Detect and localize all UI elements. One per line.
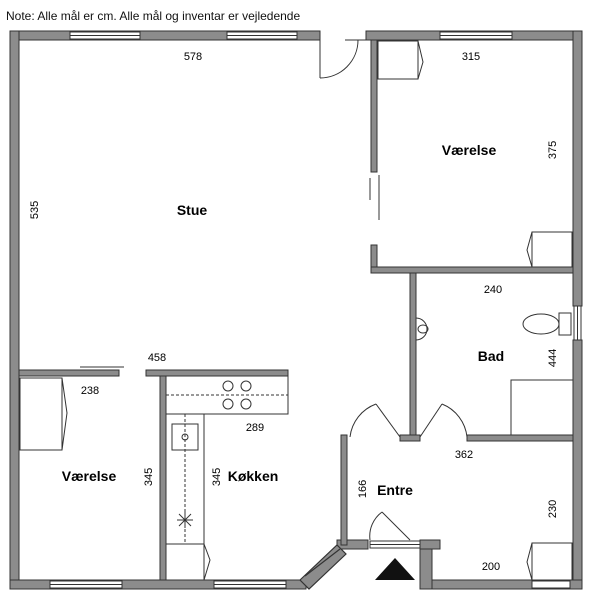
dim-stue-width: 578 bbox=[184, 51, 202, 63]
dim-koekken-height: 345 bbox=[211, 468, 223, 486]
bay-walls bbox=[299, 544, 347, 590]
interior-walls bbox=[18, 39, 574, 581]
doors bbox=[319, 39, 468, 549]
room-label-stue: Stue bbox=[177, 202, 208, 218]
dim-entre-height: 166 bbox=[357, 480, 369, 498]
room-label-bad: Bad bbox=[478, 348, 504, 364]
dim-vaerelse-se-width: 200 bbox=[482, 561, 500, 573]
dimension-labels: 578 535 458 315 375 240 444 238 345 289 … bbox=[29, 51, 559, 573]
room-label-vaerelse-sw: Værelse bbox=[62, 468, 117, 484]
dim-vaerelse-ne-height: 375 bbox=[547, 141, 559, 159]
outer-walls bbox=[9, 30, 583, 590]
room-labels: Stue Værelse Bad Værelse Køkken Entre bbox=[62, 142, 504, 498]
windows bbox=[49, 31, 582, 589]
sliding-doors bbox=[80, 175, 380, 368]
entrance-arrow-icon bbox=[375, 558, 415, 580]
dim-vaerelse-se-height: 230 bbox=[547, 500, 559, 518]
dim-bad-width: 240 bbox=[484, 284, 502, 296]
fixtures bbox=[19, 40, 574, 581]
room-label-entre: Entre bbox=[377, 482, 413, 498]
dim-vaerelse-sw-height: 345 bbox=[143, 468, 155, 486]
plan-note: Note: Alle mål er cm. Alle mål og invent… bbox=[6, 9, 301, 23]
dim-vaerelse-ne-width: 315 bbox=[462, 51, 480, 63]
dim-hall-width: 362 bbox=[455, 449, 473, 461]
dim-stue-height: 535 bbox=[29, 201, 41, 219]
room-label-koekken: Køkken bbox=[228, 468, 279, 484]
room-label-vaerelse-ne: Værelse bbox=[442, 142, 497, 158]
dim-koekken-width: 289 bbox=[246, 422, 264, 434]
dim-vaerelse-sw-width: 238 bbox=[81, 385, 99, 397]
dim-stue-inner: 458 bbox=[148, 352, 166, 364]
dim-bad-height: 444 bbox=[547, 349, 559, 367]
